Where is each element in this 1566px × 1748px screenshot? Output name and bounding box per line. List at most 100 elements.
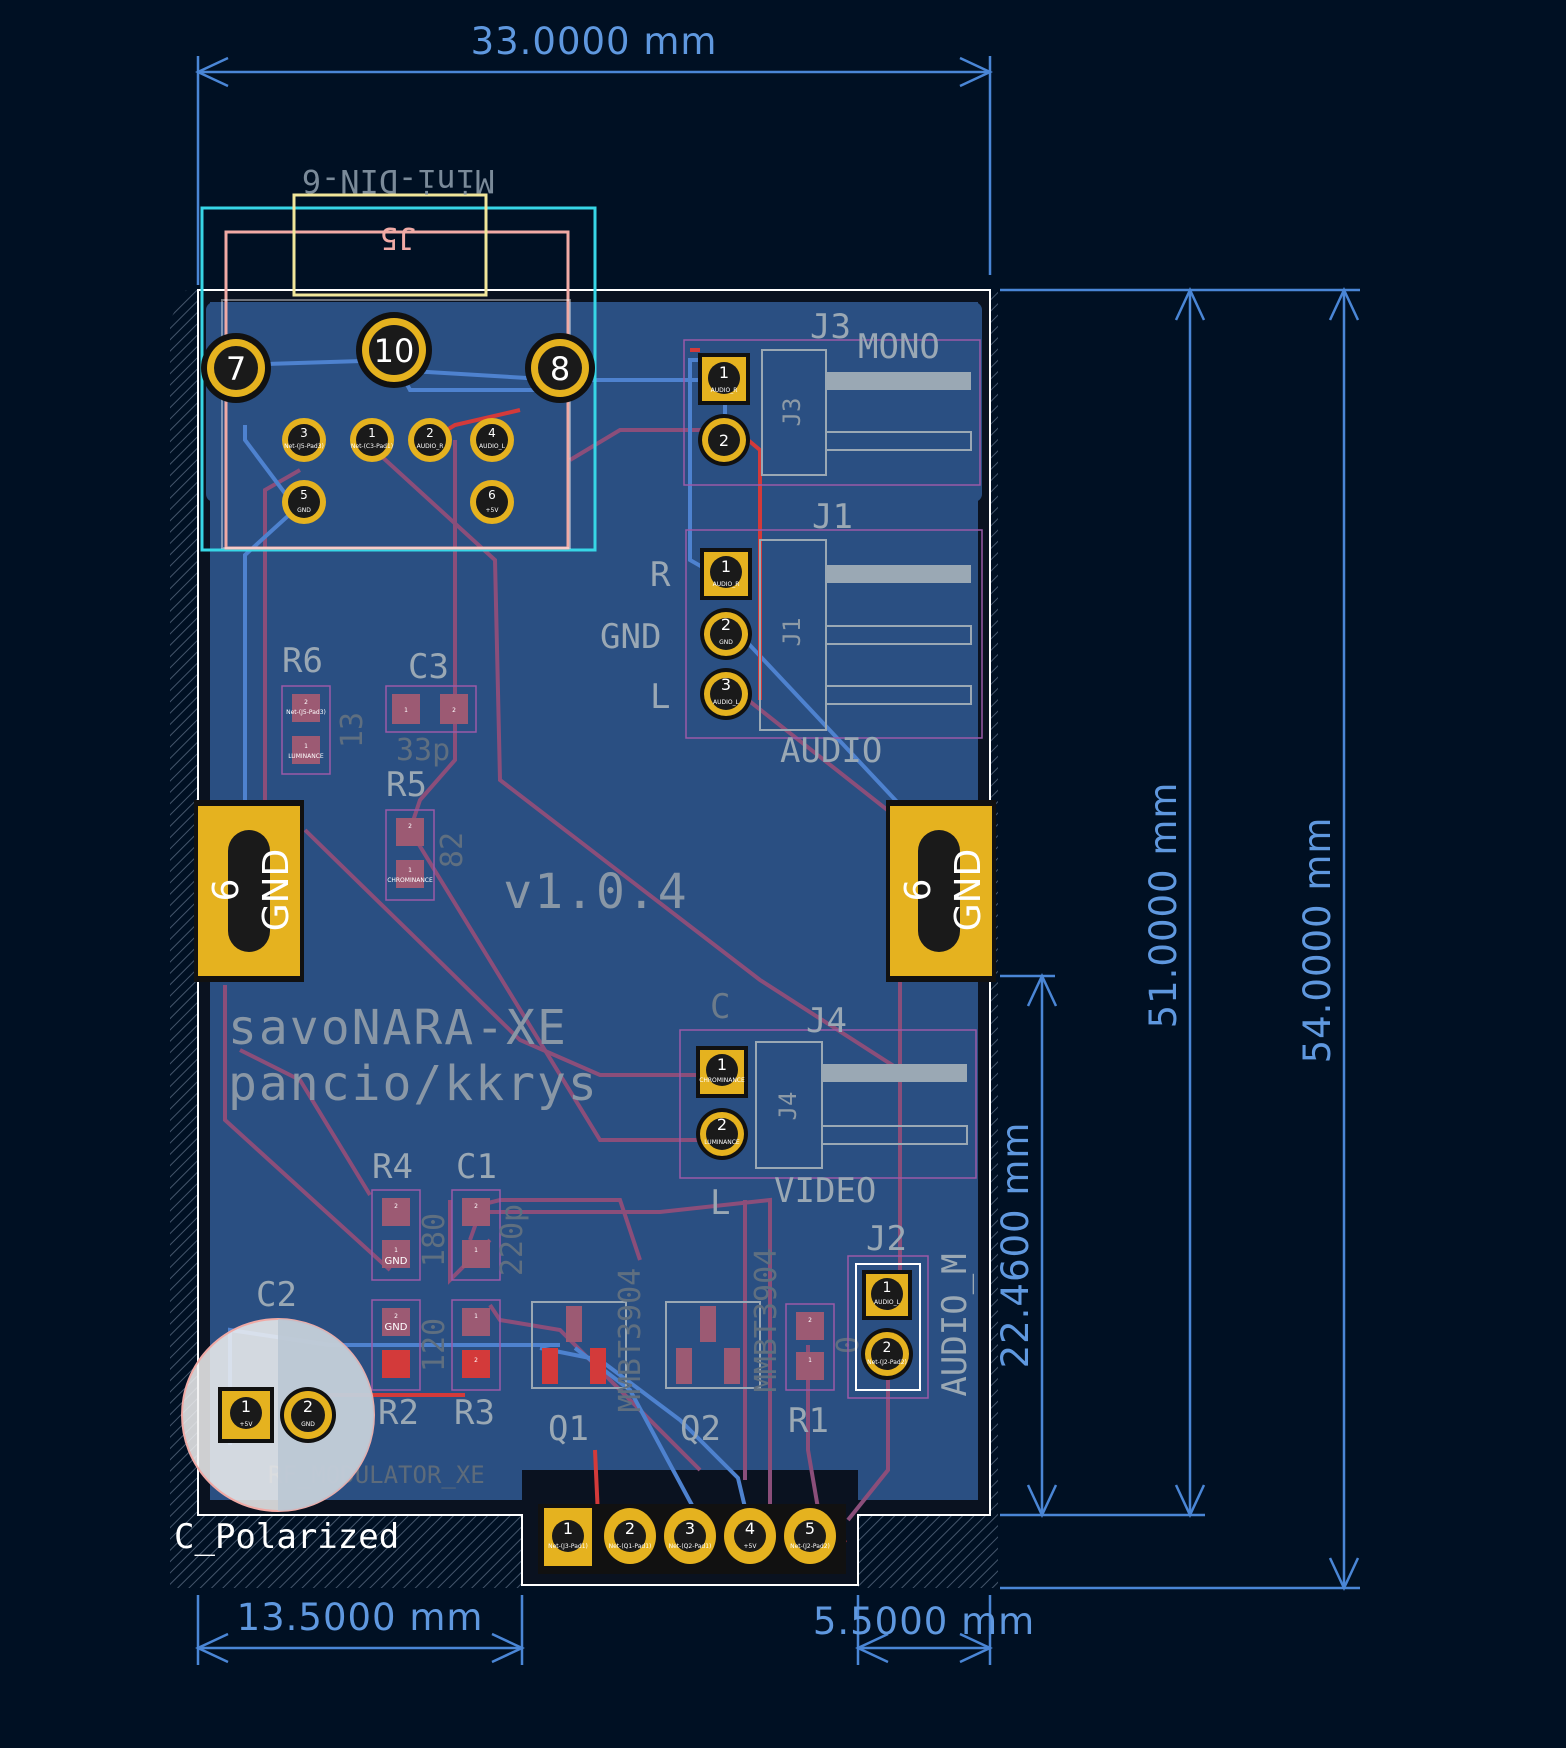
j3-ref: J3 bbox=[810, 307, 851, 347]
mini-din-pin-6[interactable]: 6 +5V bbox=[470, 480, 514, 524]
svg-text:CHROMINANCE: CHROMINANCE bbox=[387, 877, 433, 884]
j3-value: MONO bbox=[858, 327, 940, 367]
mini-din-pin-2[interactable]: 2 AUDIO_R bbox=[408, 418, 452, 462]
header-pin-3[interactable]: 3 Net-(Q2-Pad1) bbox=[664, 1508, 716, 1564]
svg-text:Q1: Q1 bbox=[548, 1409, 589, 1449]
resistor-r2[interactable]: R2 120 2 GND bbox=[371, 1299, 452, 1433]
c2-pin-2[interactable]: 2 GND bbox=[280, 1387, 336, 1443]
svg-text:J4: J4 bbox=[774, 1092, 802, 1121]
svg-text:LUMINANCE: LUMINANCE bbox=[704, 1139, 740, 1146]
svg-text:MMBT3904: MMBT3904 bbox=[613, 1268, 648, 1413]
connector-j3[interactable]: J3 MONO J3 1 AUDIO_R 2 bbox=[683, 307, 981, 486]
mini-din-pin-4[interactable]: 4 AUDIO_L bbox=[470, 418, 514, 462]
mini-din-pin-8[interactable]: 8 bbox=[525, 333, 595, 403]
svg-text:J3: J3 bbox=[778, 398, 806, 427]
mini-din-pin-5[interactable]: 5 GND bbox=[282, 480, 326, 524]
svg-text:2: 2 bbox=[452, 707, 456, 714]
svg-text:2: 2 bbox=[408, 823, 412, 830]
mini-din-connector[interactable]: Mini-DIN-6 J5 7 10 8 3 Net-(J5-Pad3) bbox=[200, 162, 597, 552]
svg-text:33p: 33p bbox=[396, 733, 450, 768]
dimension-height-outer: 54.0000 mm bbox=[1000, 287, 1360, 1591]
svg-text:3: 3 bbox=[685, 1519, 695, 1538]
svg-text:AUDIO_R: AUDIO_R bbox=[417, 443, 444, 450]
header-pin-4[interactable]: 4 +5V bbox=[724, 1508, 776, 1564]
connector-j4[interactable]: J4 VIDEO J4 C L 1 CHROMINANCE 2 LUMINANC… bbox=[679, 987, 977, 1223]
svg-text:MMBT3904: MMBT3904 bbox=[749, 1248, 784, 1393]
header-pin-1[interactable]: 1 Net-(J3-Pad1) bbox=[544, 1508, 592, 1566]
cutout-right-label: 5.5000 mm bbox=[813, 1600, 1035, 1643]
mini-din-ref: J5 bbox=[380, 220, 416, 255]
svg-text:CHROMINANCE: CHROMINANCE bbox=[699, 1077, 745, 1084]
mount-pad-left[interactable]: 6 GND bbox=[194, 800, 304, 982]
dimension-offset-right: 22.4600 mm bbox=[994, 973, 1058, 1518]
header-pin-5[interactable]: 5 Net-(J2-Pad2) bbox=[784, 1508, 836, 1564]
svg-text:+5V: +5V bbox=[486, 507, 500, 514]
svg-text:L: L bbox=[710, 1183, 730, 1223]
mini-din-pin-10[interactable]: 10 bbox=[356, 312, 432, 388]
capacitor-c1[interactable]: C1 220p 2 1 bbox=[451, 1147, 530, 1281]
resistor-r4[interactable]: R4 180 2 1 GND bbox=[371, 1147, 452, 1281]
svg-text:GND: GND bbox=[719, 639, 733, 646]
j1-label-gnd: GND bbox=[600, 617, 661, 657]
header-pin-2[interactable]: 2 Net-(Q1-Pad1) bbox=[604, 1508, 656, 1564]
svg-text:R4: R4 bbox=[372, 1147, 413, 1187]
svg-text:13: 13 bbox=[335, 712, 370, 748]
mini-din-pin-3[interactable]: 3 Net-(J5-Pad3) bbox=[282, 418, 326, 462]
j1-label-l: L bbox=[650, 677, 670, 717]
svg-text:2: 2 bbox=[883, 1340, 892, 1356]
svg-text:6: 6 bbox=[488, 488, 496, 502]
j4-pin-2[interactable]: 2 LUMINANCE bbox=[696, 1108, 748, 1160]
svg-text:R1: R1 bbox=[788, 1401, 829, 1441]
j4-pin-1[interactable]: 1 CHROMINANCE bbox=[696, 1046, 748, 1098]
offset-right-label: 22.4600 mm bbox=[994, 1122, 1037, 1369]
svg-text:C2: C2 bbox=[256, 1275, 297, 1315]
j1-pin-2[interactable]: 2 GND bbox=[700, 608, 752, 660]
connector-j2[interactable]: J2 AUDIO_M 1 AUDIO_L 2 Net-(J2-Pad2) bbox=[847, 1219, 975, 1399]
svg-text:Net-(J3-Pad1): Net-(J3-Pad1) bbox=[548, 1543, 588, 1550]
svg-text:3: 3 bbox=[721, 675, 731, 694]
j3-pin-2[interactable]: 2 bbox=[698, 414, 750, 466]
svg-text:8: 8 bbox=[550, 350, 570, 388]
svg-text:R5: R5 bbox=[386, 765, 427, 805]
svg-text:C: C bbox=[710, 987, 730, 1027]
c2-pin-1[interactable]: 1 +5V bbox=[218, 1387, 274, 1443]
svg-text:VIDEO: VIDEO bbox=[774, 1171, 876, 1211]
svg-text:Net-(Q2-Pad1): Net-(Q2-Pad1) bbox=[669, 1543, 712, 1550]
resistor-r3[interactable]: R3 1 2 bbox=[451, 1299, 501, 1433]
transistor-q2[interactable]: Q2 MMBT3904 bbox=[665, 1248, 784, 1449]
svg-text:GND: GND bbox=[256, 849, 297, 932]
svg-text:82: 82 bbox=[435, 832, 470, 868]
j3-pin-1[interactable]: 1 AUDIO_R bbox=[698, 353, 750, 405]
height-outer-label: 54.0000 mm bbox=[1296, 817, 1339, 1064]
svg-text:1: 1 bbox=[563, 1519, 573, 1538]
capacitor-c2[interactable]: C2 C_Polarized 1 +5V 2 GND bbox=[174, 1275, 399, 1557]
connector-j1[interactable]: J1 AUDIO J1 R GND L 1 AUDIO_R 2 GND 3 AU… bbox=[600, 497, 983, 771]
j2-pin-1[interactable]: 1 AUDIO_L bbox=[862, 1270, 912, 1320]
j1-pin-3[interactable]: 3 AUDIO_L bbox=[700, 668, 752, 720]
svg-text:LUMINANCE: LUMINANCE bbox=[288, 753, 324, 760]
svg-text:1: 1 bbox=[404, 707, 408, 714]
svg-text:2: 2 bbox=[426, 426, 434, 440]
mini-din-pin-1[interactable]: 1 Net-(C3-Pad1) bbox=[350, 418, 394, 462]
svg-text:Net-(C3-Pad1): Net-(C3-Pad1) bbox=[351, 443, 393, 450]
svg-text:2: 2 bbox=[474, 1203, 478, 1210]
capacitor-c3[interactable]: C3 33p 1 2 bbox=[385, 647, 477, 768]
dimension-cutout-left: 13.5000 mm bbox=[195, 1595, 525, 1665]
svg-text:+5V: +5V bbox=[744, 1543, 758, 1550]
bottom-header[interactable]: 1 Net-(J3-Pad1) 2 Net-(Q1-Pad1) 3 Net-(Q… bbox=[538, 1504, 846, 1574]
transistor-q1[interactable]: Q1 MMBT3904 bbox=[531, 1268, 648, 1449]
svg-text:R2: R2 bbox=[378, 1393, 419, 1433]
svg-text:2: 2 bbox=[719, 431, 729, 450]
j2-pin-2[interactable]: 2 Net-(J2-Pad2) bbox=[861, 1328, 913, 1380]
resistor-r6[interactable]: R6 13 2 Net-(J5-Pad3) 1 LUMINANCE bbox=[281, 641, 370, 775]
mount-pad-right[interactable]: 6 GND bbox=[886, 800, 996, 982]
mini-din-pin-7[interactable]: 7 bbox=[201, 333, 271, 403]
j1-ref: J1 bbox=[812, 497, 853, 537]
svg-text:4: 4 bbox=[745, 1519, 755, 1538]
resistor-r1[interactable]: R1 0 2 1 bbox=[785, 1303, 866, 1441]
resistor-r5[interactable]: R5 82 2 1 CHROMINANCE bbox=[385, 765, 470, 901]
j1-pin-1[interactable]: 1 AUDIO_R bbox=[700, 548, 752, 600]
svg-text:2: 2 bbox=[304, 699, 308, 706]
width-label: 33.0000 mm bbox=[471, 20, 718, 63]
